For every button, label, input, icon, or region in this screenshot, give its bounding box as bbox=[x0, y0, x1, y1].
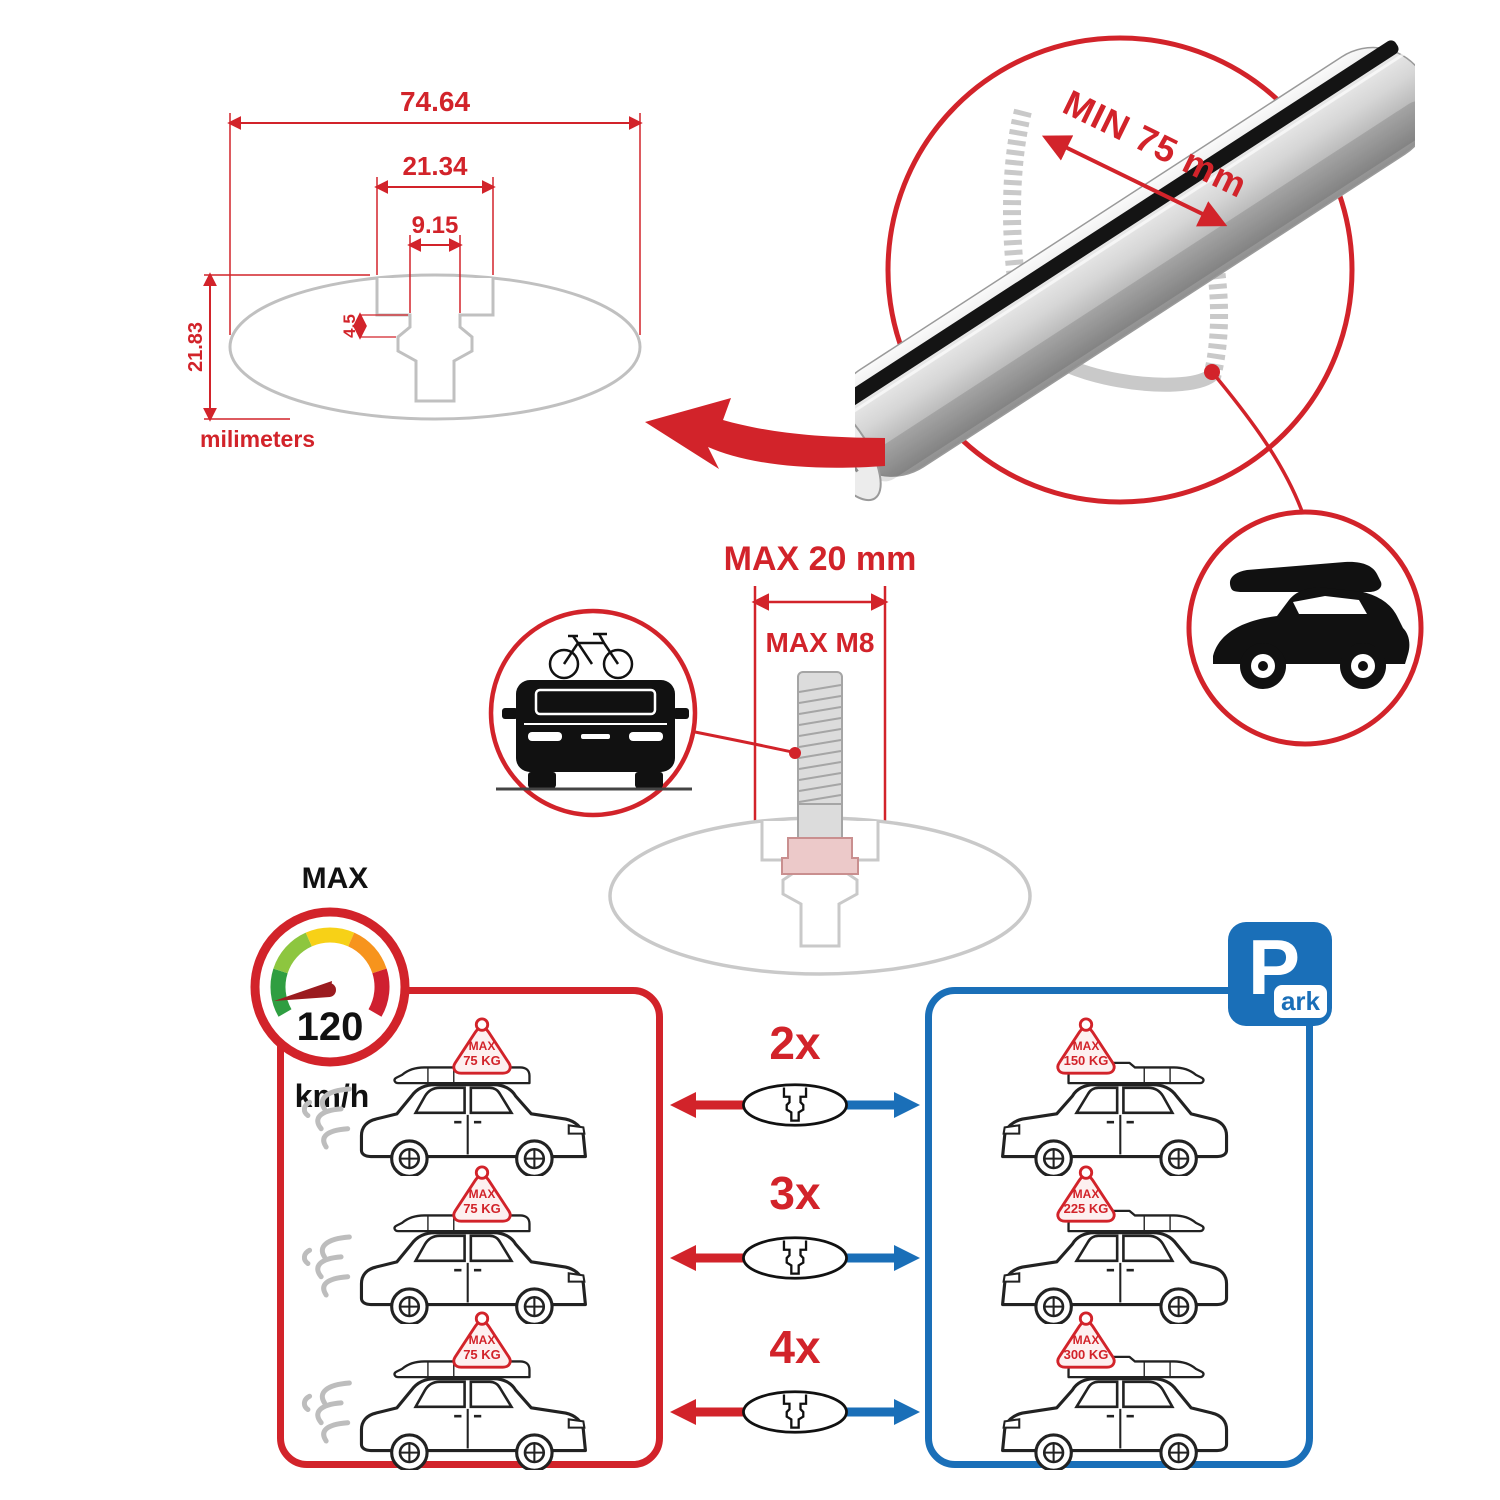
crossbar-ellipse-outline bbox=[228, 273, 642, 421]
badge-load-value: 75 KG bbox=[463, 1053, 501, 1068]
multiplier-label-2x: 2x bbox=[769, 1017, 821, 1069]
bolt-dimension-drawing: MAX 20 mm MAX M8 bbox=[724, 540, 917, 836]
badge-max-label: MAX bbox=[1073, 1039, 1100, 1053]
parking-sign-suffix: ark bbox=[1273, 985, 1327, 1018]
speedometer-needle bbox=[274, 981, 332, 1001]
badge-max-label: MAX bbox=[469, 1333, 496, 1347]
badge-max-label: MAX bbox=[469, 1039, 496, 1053]
speedometer: 120 bbox=[250, 907, 410, 1067]
roofbox-car-icon bbox=[1213, 561, 1410, 689]
suv-car-icon bbox=[359, 1377, 587, 1470]
bolt-shank-stub bbox=[797, 803, 843, 841]
parking-sign: P ark bbox=[1228, 922, 1332, 1026]
arrow-right-icon bbox=[894, 1399, 920, 1425]
arrow-right-icon bbox=[894, 1092, 920, 1118]
suv-car-icon bbox=[1001, 1083, 1229, 1176]
dim-total-width: 74.64 bbox=[400, 86, 470, 117]
arrow-right-icon bbox=[894, 1245, 920, 1271]
t-slot-channel bbox=[375, 278, 495, 403]
badge-max-label: MAX bbox=[469, 1187, 496, 1201]
driving-car-row-3: MAX 75 KG bbox=[292, 1311, 587, 1470]
arrow-left-icon bbox=[670, 1399, 696, 1425]
multiplier-label-3x: 3x bbox=[769, 1167, 821, 1219]
dim-slot-inner: 9.15 bbox=[412, 212, 459, 239]
speed-max-label: MAX bbox=[301, 862, 369, 895]
dim-total-height: 21.83 bbox=[185, 322, 207, 372]
badge-max-label: MAX bbox=[1073, 1187, 1100, 1201]
arrow-left-icon bbox=[670, 1245, 696, 1271]
suv-car-icon bbox=[359, 1083, 587, 1176]
profile-with-bolt-head bbox=[608, 803, 1032, 976]
dim-slot-outer: 21.34 bbox=[402, 151, 468, 181]
driving-car-row-2: MAX 75 KG bbox=[292, 1165, 587, 1324]
parked-car-row-1: MAX 150 KG bbox=[1001, 1017, 1229, 1176]
badge-load-value: 150 KG bbox=[1064, 1053, 1109, 1068]
bar-count-row-3 bbox=[670, 1390, 920, 1434]
crossbar-profile-icon bbox=[742, 1390, 848, 1434]
bike-icon bbox=[548, 632, 634, 680]
arrow-left-icon bbox=[670, 1092, 696, 1118]
clamp-point-dot bbox=[1204, 364, 1220, 380]
bar-count-row-2 bbox=[670, 1236, 920, 1280]
bike-car-circle bbox=[488, 608, 698, 818]
max-bolt-length-label: MAX 20 mm bbox=[724, 540, 917, 578]
badge-load-value: 225 KG bbox=[1064, 1201, 1109, 1216]
smoke-icon bbox=[304, 1383, 349, 1441]
parked-loads-box: MAX 150 KG MAX 225 KG MAX 300 KG bbox=[925, 987, 1313, 1470]
crossbar-profile-icon bbox=[742, 1236, 848, 1280]
dim-lip-height: 4.5 bbox=[340, 314, 359, 338]
badge-load-value: 75 KG bbox=[463, 1201, 501, 1216]
smoke-icon bbox=[304, 1237, 349, 1295]
multiplier-label-4x: 4x bbox=[769, 1321, 821, 1373]
smoke-icon bbox=[304, 1089, 349, 1147]
bar-count-row-1 bbox=[670, 1083, 920, 1127]
speed-value: 120 bbox=[297, 1005, 364, 1049]
crossbar-cross-section-drawing: 74.64 21.34 9.15 4.5 21.83 milimeters bbox=[185, 86, 643, 452]
crossbar-detail-circle: MIN 75 mm bbox=[855, 35, 1415, 505]
speedometer-gauge bbox=[270, 927, 390, 1017]
driving-loads-box: MAX 75 KG MAX 75 KG MAX 75 KG bbox=[277, 987, 663, 1470]
suv-car-icon bbox=[1001, 1377, 1229, 1470]
roofbox-car-circle bbox=[1186, 509, 1424, 747]
t-head-icon bbox=[781, 837, 859, 875]
badge-load-value: 75 KG bbox=[463, 1347, 501, 1362]
badge-load-value: 300 KG bbox=[1064, 1347, 1109, 1362]
car-front-icon bbox=[496, 680, 692, 791]
parked-car-row-2: MAX 225 KG bbox=[1001, 1165, 1229, 1324]
driving-car-row-1: MAX 75 KG bbox=[292, 1017, 587, 1176]
max-thread-label: MAX M8 bbox=[766, 627, 875, 658]
crossbar-profile-icon bbox=[742, 1083, 848, 1127]
parked-car-row-3: MAX 300 KG bbox=[1001, 1311, 1229, 1470]
units-label: milimeters bbox=[200, 426, 315, 452]
badge-max-label: MAX bbox=[1073, 1333, 1100, 1347]
